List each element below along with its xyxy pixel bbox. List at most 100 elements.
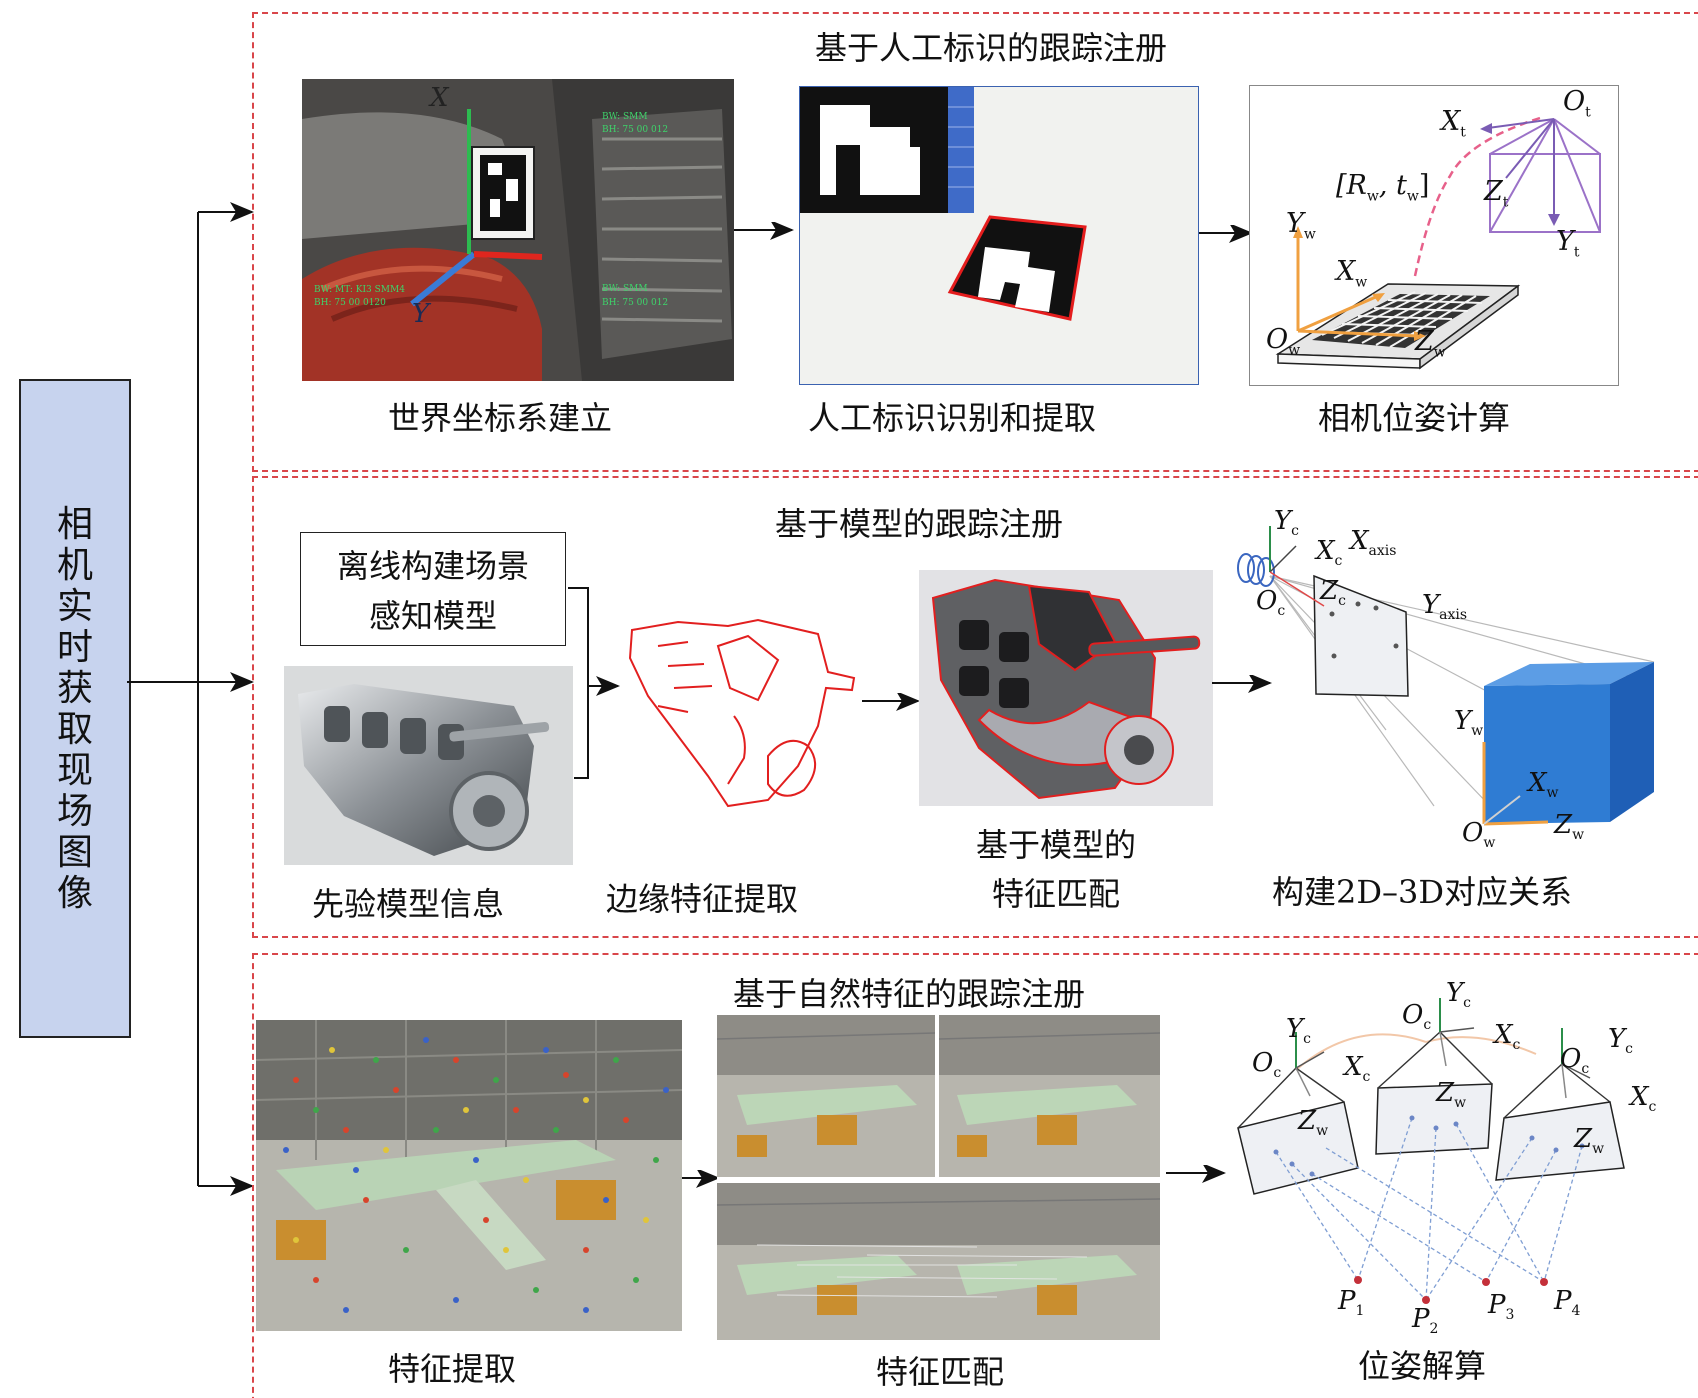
source-char: 图 — [56, 831, 93, 873]
xc-label: Xc — [1316, 536, 1343, 570]
oc3-label: Oc — [1560, 1044, 1590, 1078]
zw-label: Zw — [1554, 810, 1585, 844]
pose-solving-art — [1237, 998, 1625, 1304]
zw1-label: Zw — [1298, 1106, 1329, 1140]
feature-extraction-photo — [256, 1020, 682, 1331]
arrow-marker-to-pose — [1199, 225, 1253, 243]
world-frame-caption: 世界坐标系建立 — [388, 399, 613, 437]
zc-label: Zc — [1320, 576, 1346, 610]
marker-detection-caption: 人工标识识别和提取 — [808, 399, 1097, 437]
offline-model-line2: 感知模型 — [368, 597, 497, 635]
camera-pose-art — [1275, 116, 1601, 370]
xt-label: Xt — [1441, 106, 1466, 141]
yw-label: Yw — [1454, 706, 1484, 740]
arrow-match-to-2d3d — [1212, 675, 1272, 693]
source-char: 场 — [56, 790, 93, 832]
xw-label: Xw — [1336, 256, 1368, 291]
ow-label: Ow — [1266, 324, 1301, 359]
world-x-label: X — [430, 83, 449, 113]
correspondence-diagram: Yc Xc Xaxis Oc Zc Yaxis Yw Xw Ow Zw — [1230, 506, 1660, 852]
panel-natural-tracking — [252, 953, 1698, 1398]
marker-detection-photo — [799, 86, 1199, 385]
svg-text:BW: SMM: BW: SMM — [602, 284, 648, 294]
pose-solving-caption: 位姿解算 — [1358, 1347, 1487, 1385]
zt-label: Zt — [1484, 176, 1509, 211]
model-matching-caption-2: 特征匹配 — [992, 875, 1121, 913]
oc1-label: Oc — [1252, 1048, 1282, 1082]
xaxis-label: Xaxis — [1350, 526, 1397, 560]
prior-model-art — [298, 684, 550, 856]
svg-text:BH: 75 00 0120: BH: 75 00 0120 — [314, 298, 386, 308]
arrow-edge-to-match — [862, 693, 920, 711]
p4-label: P4 — [1554, 1286, 1581, 1320]
xw-label: Xw — [1528, 768, 1559, 802]
correspondence-caption: 构建2D–3D对应关系 — [1272, 873, 1573, 911]
source-char: 时 — [56, 626, 93, 668]
panel-natural-title: 基于自然特征的跟踪注册 — [733, 975, 1086, 1013]
world-y-label: Y — [412, 299, 430, 329]
panel-marker-title: 基于人工标识的跟踪注册 — [815, 29, 1168, 67]
edge-feature-art — [628, 618, 856, 808]
prior-model-caption: 先验模型信息 — [312, 885, 505, 923]
arrow-match-to-pose — [1166, 1165, 1226, 1183]
source-char: 获 — [56, 667, 93, 709]
feature-extraction-caption: 特征提取 — [388, 1350, 517, 1388]
panel-model-tracking — [252, 476, 1698, 938]
yw-label: Yw — [1286, 208, 1316, 243]
svg-text:BH: 75 00 012: BH: 75 00 012 — [602, 298, 668, 308]
source-char: 相 — [56, 503, 93, 545]
source-char: 实 — [56, 585, 93, 627]
p1-label: P1 — [1338, 1286, 1365, 1320]
svg-text:BH: 75 00 012: BH: 75 00 012 — [602, 125, 668, 135]
source-box: 相 机 实 时 获 取 现 场 图 像 — [19, 379, 131, 1038]
oc2-label: Oc — [1402, 1000, 1432, 1034]
edge-feature-drawing — [618, 616, 858, 812]
p2-label: P2 — [1412, 1304, 1439, 1338]
svg-text:BW: MT: KI3 SMM4: BW: MT: KI3 SMM4 — [314, 285, 405, 295]
offline-model-line1: 离线构建场景 — [336, 547, 529, 585]
source-char: 像 — [56, 872, 93, 914]
oc-label: Oc — [1256, 586, 1286, 620]
model-matching-art — [931, 578, 1201, 800]
camera-pose-diagram: Xt Ot Zt Yt [Rw, tw] Yw Xw Ow Zw — [1249, 85, 1619, 386]
yc2-label: Yc — [1446, 978, 1472, 1012]
pose-transform-label: [Rw, tw] — [1336, 170, 1430, 205]
bracket-to-edge — [568, 587, 620, 779]
feature-matching-art — [717, 1015, 1160, 1340]
camera-pose-caption: 相机位姿计算 — [1318, 399, 1511, 437]
pose-solving-diagram: Oc Yc Xc Zw Oc Yc Xc Zw Oc Yc Xc Zw P1 P… — [1226, 978, 1666, 1350]
yt-label: Yt — [1556, 226, 1580, 261]
prior-model-render — [284, 666, 573, 865]
marker-detection-art — [800, 87, 1198, 384]
zw2-label: Zw — [1436, 1078, 1467, 1112]
yc1-label: Yc — [1286, 1014, 1312, 1048]
source-char: 现 — [56, 749, 93, 791]
xc1-label: Xc — [1344, 1052, 1371, 1086]
model-matching-caption-1: 基于模型的 — [976, 826, 1137, 864]
correspondence-art — [1237, 526, 1655, 826]
feature-extraction-art — [256, 1020, 682, 1331]
zw3-label: Zw — [1574, 1124, 1605, 1158]
ot-label: Ot — [1563, 86, 1591, 121]
yc3-label: Yc — [1608, 1024, 1634, 1058]
p3-label: P3 — [1488, 1290, 1515, 1324]
edge-feature-caption: 边缘特征提取 — [606, 880, 799, 918]
svg-text:BW: SMM: BW: SMM — [602, 112, 648, 122]
zw-label: Zw — [1415, 326, 1446, 361]
arrow-extract-to-match — [682, 1170, 720, 1188]
feature-matching-caption: 特征匹配 — [876, 1353, 1005, 1391]
ow-label: Ow — [1462, 818, 1496, 852]
xc2-label: Xc — [1494, 1020, 1521, 1054]
xc3-label: Xc — [1630, 1082, 1657, 1116]
source-char: 机 — [56, 544, 93, 586]
feature-matching-photo — [717, 1015, 1160, 1340]
yc-label: Yc — [1274, 506, 1300, 540]
offline-model-box: 离线构建场景 感知模型 — [300, 532, 566, 646]
source-char: 取 — [56, 708, 93, 750]
arrow-world-to-marker — [734, 222, 794, 240]
yaxis-label: Yaxis — [1422, 590, 1468, 624]
panel-marker-tracking — [252, 12, 1698, 472]
